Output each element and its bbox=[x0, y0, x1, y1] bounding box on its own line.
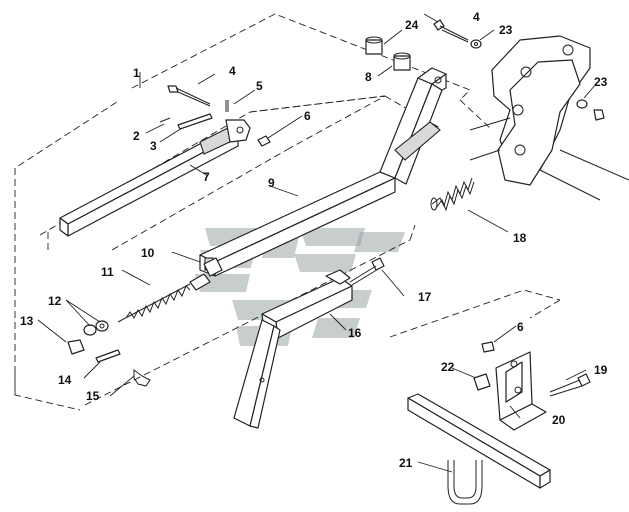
washer-23-top bbox=[470, 39, 482, 49]
bolt-4-right bbox=[433, 19, 469, 43]
group-boundary-bracket bbox=[389, 289, 561, 338]
callout-1: 1 bbox=[133, 66, 140, 80]
pin-5 bbox=[225, 100, 229, 112]
group-boundary-arm bbox=[249, 95, 441, 129]
callout-4-left: 4 bbox=[229, 64, 236, 78]
nut-6-top bbox=[257, 135, 271, 147]
callout-5: 5 bbox=[256, 79, 263, 93]
bolt-17 bbox=[349, 257, 385, 286]
leg-16 bbox=[233, 269, 353, 429]
callout-13: 13 bbox=[20, 314, 34, 328]
callout-9: 9 bbox=[268, 176, 275, 190]
group-boundary-frame bbox=[39, 95, 386, 251]
callout-18: 18 bbox=[513, 231, 527, 245]
bolt-4-left bbox=[167, 85, 211, 107]
callout-16: 16 bbox=[348, 326, 362, 340]
nut-13 bbox=[67, 339, 85, 355]
hitch-plates bbox=[469, 35, 629, 201]
callout-12: 12 bbox=[48, 294, 62, 308]
callout-4-right: 4 bbox=[473, 10, 480, 24]
callout-19: 19 bbox=[594, 363, 608, 377]
bottom-bar bbox=[407, 393, 551, 489]
callout-15: 15 bbox=[86, 389, 100, 403]
leader-lines bbox=[37, 13, 597, 473]
bushing-24 bbox=[365, 36, 383, 55]
pin-14 bbox=[95, 349, 121, 363]
callout-20: 20 bbox=[552, 413, 566, 427]
main-arm bbox=[199, 67, 447, 277]
callout-22: 22 bbox=[441, 360, 455, 374]
callout-3: 3 bbox=[150, 139, 157, 153]
callout-7: 7 bbox=[203, 170, 210, 184]
u-bolt-21 bbox=[447, 460, 483, 505]
callout-6-bracket: 6 bbox=[517, 320, 524, 334]
nut-6-bracket bbox=[481, 341, 495, 353]
group-boundary-lower bbox=[14, 224, 416, 411]
bushing-8 bbox=[393, 52, 411, 71]
callout-23-top: 23 bbox=[499, 23, 513, 37]
washer-12b bbox=[95, 320, 109, 332]
callout-10: 10 bbox=[141, 246, 155, 260]
cotter-2 bbox=[159, 117, 171, 123]
callout-23-right: 23 bbox=[594, 75, 608, 89]
nut-6-right bbox=[593, 109, 605, 121]
washer-23-right bbox=[576, 99, 588, 109]
rod-11 bbox=[117, 257, 223, 323]
callout-11: 11 bbox=[101, 265, 114, 279]
washer-12a bbox=[83, 324, 97, 336]
bolt-19 bbox=[549, 373, 591, 397]
bracket-20 bbox=[495, 351, 547, 431]
callout-17: 17 bbox=[418, 290, 432, 304]
bar-assembly bbox=[59, 119, 251, 237]
spring-18 bbox=[430, 177, 475, 212]
clip-15 bbox=[133, 369, 151, 387]
callout-2: 2 bbox=[133, 129, 140, 143]
callout-6-top: 6 bbox=[304, 109, 311, 123]
callout-14: 14 bbox=[58, 373, 72, 387]
callout-21: 21 bbox=[399, 456, 413, 470]
pin-3 bbox=[177, 113, 213, 130]
callout-8: 8 bbox=[365, 70, 372, 84]
hitch-link bbox=[459, 99, 491, 129]
nut-22 bbox=[473, 373, 491, 391]
callout-24: 24 bbox=[405, 18, 419, 32]
